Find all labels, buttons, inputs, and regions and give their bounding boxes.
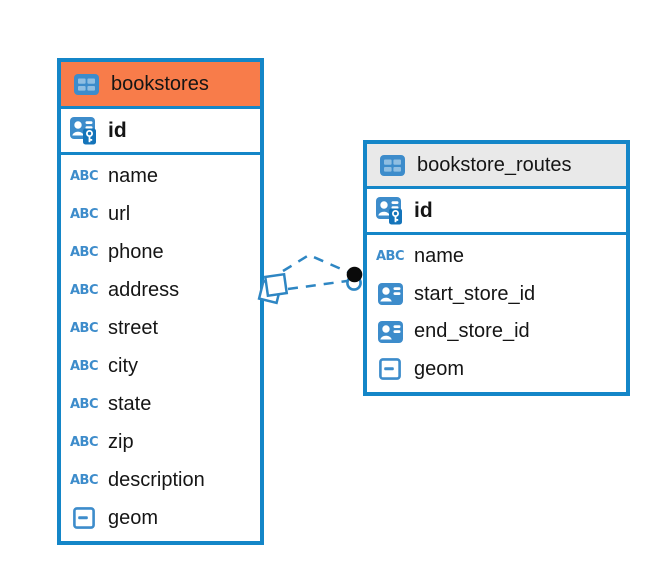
field-row-description[interactable]: ABC description — [61, 461, 260, 499]
field-row-name[interactable]: ABC name — [61, 158, 260, 196]
field-row-id[interactable]: id — [61, 109, 260, 155]
text-icon-glyph: ABC — [69, 245, 99, 261]
field-label: description — [108, 468, 205, 491]
text-icon-glyph: ABC — [69, 283, 99, 299]
text-icon-glyph: ABC — [375, 249, 405, 265]
text-icon: ABC — [68, 169, 100, 184]
field-label: city — [108, 354, 138, 377]
field-row-geom[interactable]: geom — [367, 351, 626, 389]
text-icon-glyph: ABC — [69, 434, 99, 450]
field-row-state[interactable]: ABC state — [61, 385, 260, 423]
field-row-id[interactable]: id — [367, 189, 626, 235]
field-label: geom — [414, 357, 465, 380]
field-label: name — [108, 165, 159, 188]
relationship-line-upper — [282, 253, 349, 274]
field-label: geom — [108, 506, 159, 529]
field-row-end_store_id[interactable]: end_store_id — [367, 313, 626, 351]
table-icon — [376, 154, 408, 176]
field-label: state — [108, 392, 152, 415]
text-icon-glyph: ABC — [69, 169, 99, 185]
text-icon: ABC — [68, 283, 100, 298]
field-label: phone — [108, 241, 164, 264]
text-icon: ABC — [68, 397, 100, 412]
field-row-url[interactable]: ABC url — [61, 196, 260, 234]
text-icon: ABC — [68, 435, 100, 450]
reference-icon — [374, 283, 406, 306]
primary-key-label: id — [108, 118, 127, 142]
primary-key-icon — [68, 116, 100, 145]
field-label: end_store_id — [414, 320, 530, 343]
field-row-street[interactable]: ABC street — [61, 310, 260, 348]
text-icon-glyph: ABC — [69, 472, 99, 488]
text-icon-glyph: ABC — [69, 358, 99, 374]
text-icon-glyph: ABC — [69, 207, 99, 223]
geometry-icon — [374, 358, 406, 381]
field-row-name[interactable]: ABC name — [367, 238, 626, 276]
text-icon: ABC — [68, 207, 100, 222]
text-icon-glyph: ABC — [69, 396, 99, 412]
text-icon: ABC — [374, 249, 406, 264]
relationship-line-lower — [287, 279, 348, 291]
reference-icon — [374, 320, 406, 343]
table-icon — [70, 73, 102, 95]
field-label: start_store_id — [414, 282, 536, 305]
table-header[interactable]: bookstore_routes — [367, 144, 626, 189]
field-row-phone[interactable]: ABC phone — [61, 234, 260, 272]
text-icon: ABC — [68, 473, 100, 488]
field-row-zip[interactable]: ABC zip — [61, 423, 260, 461]
field-row-start_store_id[interactable]: start_store_id — [367, 276, 626, 314]
field-label: address — [108, 279, 180, 302]
table-title: bookstores — [111, 72, 209, 95]
field-label: url — [108, 203, 131, 226]
field-label: name — [414, 245, 465, 268]
field-row-geom[interactable]: geom — [61, 499, 260, 537]
text-icon: ABC — [68, 321, 100, 336]
text-icon: ABC — [68, 245, 100, 260]
field-label: street — [108, 317, 159, 340]
table-title: bookstore_routes — [417, 153, 572, 176]
field-row-city[interactable]: ABC city — [61, 348, 260, 386]
primary-key-label: id — [414, 198, 433, 222]
field-row-address[interactable]: ABC address — [61, 272, 260, 310]
point-geometry-anchor-icon — [346, 266, 363, 291]
table-header[interactable]: bookstores — [61, 62, 260, 109]
field-label: zip — [108, 430, 134, 453]
geometry-icon — [68, 507, 100, 530]
primary-key-icon — [374, 196, 406, 225]
text-icon: ABC — [68, 359, 100, 374]
text-icon-glyph: ABC — [69, 321, 99, 337]
table-node-bookstore-routes[interactable]: bookstore_routes id ABC name start_store_i… — [363, 140, 630, 396]
